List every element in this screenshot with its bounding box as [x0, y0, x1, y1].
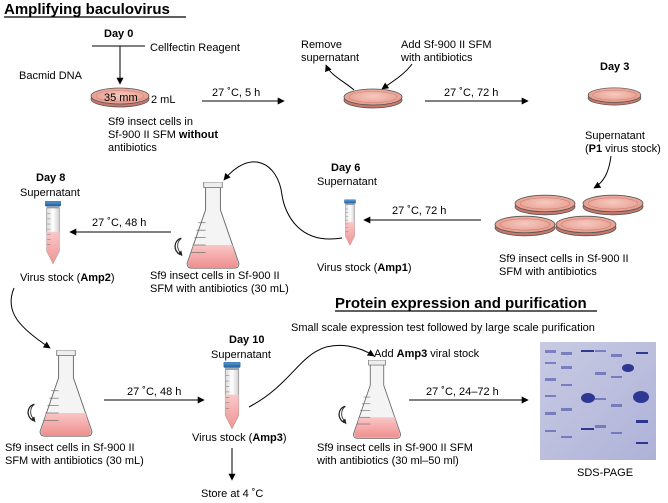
- swirl-icon: [338, 405, 348, 426]
- flask-expression: [352, 360, 402, 439]
- day3-label: Day 3: [600, 61, 629, 73]
- day0-desc-line3: antibiotics: [108, 142, 157, 154]
- arrow-amp2-to-flask: [10, 287, 51, 349]
- remove-supernatant-line1: Remove: [301, 39, 342, 51]
- day10-label: Day 10: [229, 334, 264, 346]
- swirl-icon: [174, 237, 184, 258]
- day6-supernatant-label: Supernatant: [317, 176, 377, 188]
- day8-supernatant-label: Supernatant: [20, 187, 80, 199]
- store-label: Store at 4 ˚C: [201, 488, 263, 500]
- dish-size-label: 35 mm: [104, 92, 138, 104]
- arrow-24-72h-label: 27 ˚C, 24–72 h: [426, 386, 499, 398]
- arrow-amp3-to-flask: [248, 344, 375, 408]
- arrow-to-plates: [593, 155, 612, 189]
- flask1-desc-line2: SFM with antibiotics (30 mL): [150, 283, 289, 295]
- arrow-48h-day10-label: 27 ˚C, 48 h: [127, 386, 181, 398]
- plates-desc-line2: SFM with antibiotics: [499, 266, 597, 278]
- expression-desc-line2: with antibiotics (30 ml–50 ml): [316, 455, 459, 467]
- day6-label: Day 6: [331, 162, 360, 174]
- remove-arrow: [325, 64, 355, 91]
- flask2-desc-line2: SFM with antibiotics (30 mL): [5, 455, 144, 467]
- sds-page-gel-image: [540, 342, 656, 460]
- petri-dish-plate4: [555, 215, 617, 237]
- section-title-protein: Protein expression and purification: [335, 295, 587, 312]
- flask2-desc-line1: Sf9 insect cells in Sf-900 II: [5, 442, 135, 454]
- arrow-48h-day8-label: 27 ˚C, 48 h: [92, 217, 146, 229]
- sds-page-label: SDS-PAGE: [577, 467, 633, 479]
- bacmid-dna-label: Bacmid DNA: [19, 70, 83, 82]
- amp3-stock-label: Virus stock (Amp3): [192, 432, 287, 444]
- cellfectin-label: Cellfectin Reagent: [150, 42, 240, 54]
- remove-supernatant-line2: supernatant: [301, 52, 359, 64]
- arrow-72h-day3-label: 27 ˚C, 72 h: [444, 87, 498, 99]
- tube-day6: [344, 199, 356, 246]
- swirl-icon: [27, 403, 37, 424]
- arrow-72h-day6-label: 27 ˚C, 72 h: [392, 205, 446, 217]
- add-sfm-line2: with antibiotics: [400, 52, 473, 64]
- section-title-amplifying: Amplifying baculovirus: [4, 1, 170, 18]
- amp1-stock-label: Virus stock (Amp1): [317, 262, 412, 274]
- day0-desc-line2: Sf-900 II SFM without: [108, 129, 218, 141]
- protein-subtitle: Small scale expression test followed by …: [291, 322, 595, 334]
- day10-supernatant-label: Supernatant: [211, 349, 271, 361]
- day3-supernatant-label: Supernatant: [585, 130, 645, 142]
- add-arrow: [381, 63, 413, 90]
- dish-volume-label: 2 mL: [151, 94, 175, 106]
- arrow-5h-label: 27 ˚C, 5 h: [212, 87, 260, 99]
- p1-virus-stock-label: (P1 virus stock): [585, 143, 661, 155]
- flask-amp2: [39, 350, 93, 437]
- petri-dish-step1: [343, 88, 403, 109]
- petri-dish-plate1: [514, 194, 576, 216]
- petri-dish-plate2: [582, 194, 644, 216]
- arrow-amp1-to-flask: [223, 161, 343, 240]
- add-sfm-line1: Add Sf-900 II SFM: [401, 39, 491, 51]
- day8-label: Day 8: [36, 172, 65, 184]
- petri-dish-day3: [587, 87, 642, 106]
- plates-desc-line1: Sf9 insect cells in Sf-900 II: [499, 253, 629, 265]
- petri-dish-plate3: [494, 215, 556, 237]
- day0-label: Day 0: [104, 28, 133, 40]
- expression-desc-line1: Sf9 insect cells in Sf-900 II SFM: [317, 442, 473, 454]
- tube-day8: [44, 201, 62, 265]
- day0-desc-line1: Sf9 insect cells in: [108, 116, 193, 128]
- add-amp3-label: Add Amp3 viral stock: [374, 348, 480, 360]
- flask1-desc-line1: Sf9 insect cells in Sf-900 II: [150, 270, 280, 282]
- amp2-stock-label: Virus stock (Amp2): [20, 272, 115, 284]
- tube-day10: [223, 362, 241, 430]
- flask-amp1: [186, 182, 240, 269]
